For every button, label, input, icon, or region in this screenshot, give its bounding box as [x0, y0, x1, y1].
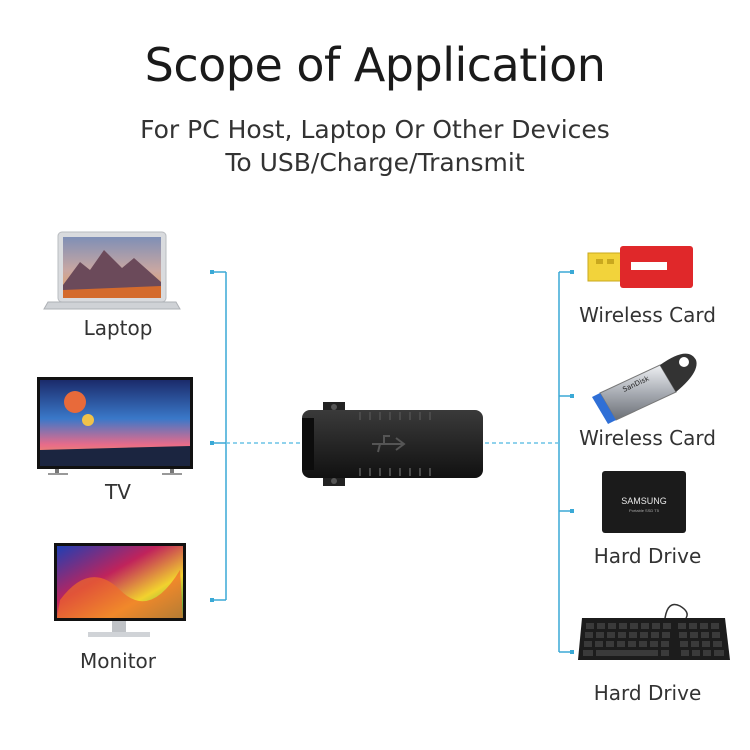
label-tv: TV — [105, 480, 131, 504]
subtitle-line-1: For PC Host, Laptop Or Other Devices — [140, 115, 610, 144]
laptop-icon — [43, 231, 181, 310]
ssd-hard-drive-icon: SAMSUNG Portable SSD T5 — [602, 471, 686, 533]
subtitle-line-2: To USB/Charge/Transmit — [225, 148, 525, 177]
keyboard-icon — [578, 603, 730, 660]
label-laptop: Laptop — [83, 316, 153, 340]
right-connector-lines — [558, 271, 572, 653]
tv-icon — [37, 377, 193, 475]
label-hard-drive-2: Hard Drive — [593, 681, 702, 705]
page-title: Scope of Application — [144, 38, 606, 92]
monitor-icon — [54, 543, 186, 637]
label-monitor: Monitor — [79, 649, 157, 673]
samsung-brand-text: SAMSUNG — [621, 496, 667, 506]
page-subtitle: For PC Host, Laptop Or Other Devices To … — [0, 113, 750, 179]
left-connector-lines — [212, 271, 227, 601]
usb-flash-drive-icon: SanDisk — [592, 353, 697, 424]
usb-female-coupler-icon — [302, 402, 483, 486]
usb-wireless-card-icon — [587, 246, 693, 288]
label-wireless-card-1: Wireless Card — [579, 303, 716, 327]
ssd-model-text: Portable SSD T5 — [629, 508, 660, 513]
label-wireless-card-2: Wireless Card — [579, 426, 716, 450]
label-hard-drive-1: Hard Drive — [593, 544, 702, 568]
